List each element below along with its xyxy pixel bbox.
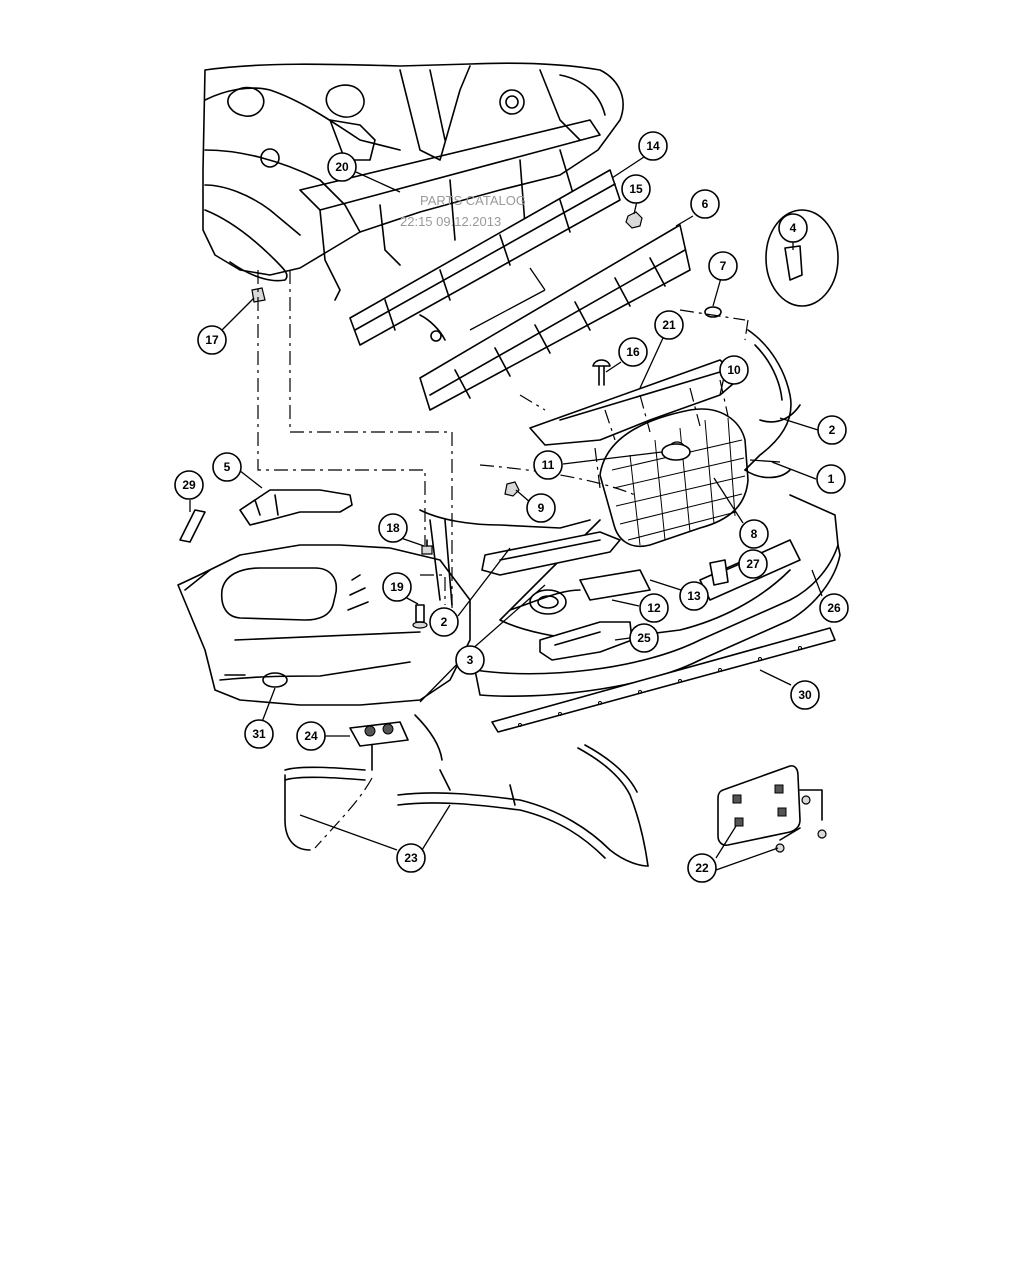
callout-31: 31 <box>244 719 274 749</box>
callout-label: 11 <box>542 458 555 472</box>
callout-1: 1 <box>816 464 846 494</box>
callout-label: 12 <box>647 601 661 615</box>
watermark: PARTS CATALOG 22:15 09.12.2013 <box>400 193 526 229</box>
callout-18: 18 <box>378 513 408 543</box>
callout-label: 10 <box>727 363 741 377</box>
leader-lines <box>189 156 823 871</box>
grille <box>599 408 749 547</box>
callout-label: 16 <box>626 345 640 359</box>
callout-2a: 2 <box>817 415 847 445</box>
callout-label: 17 <box>205 333 219 347</box>
washer-components <box>284 714 649 867</box>
callout-17: 17 <box>197 325 227 355</box>
callout-14: 14 <box>638 131 668 161</box>
left-fascia <box>177 544 471 706</box>
vehicle-front-structure <box>202 62 624 346</box>
callout-5: 5 <box>212 452 242 482</box>
callout-23: 23 <box>396 843 426 873</box>
callout-label: 13 <box>687 589 701 603</box>
callout-6: 6 <box>690 189 720 219</box>
callout-label: 31 <box>252 727 266 741</box>
callout-label: 22 <box>695 861 709 875</box>
callout-label: 25 <box>637 631 651 645</box>
callout-label: 24 <box>304 729 318 743</box>
callout-label: 4 <box>790 221 797 235</box>
lower-support <box>481 531 621 576</box>
callout-29: 29 <box>174 470 204 500</box>
callout-20: 20 <box>327 152 357 182</box>
callout-4: 4 <box>778 213 808 243</box>
fascia-support-left <box>419 509 591 606</box>
callout-label: 1 <box>828 472 835 486</box>
callout-label: 5 <box>224 460 231 474</box>
callout-label: 14 <box>646 139 660 153</box>
callout-label: 27 <box>746 557 760 571</box>
callout-22: 22 <box>687 853 717 883</box>
callout-label: 9 <box>538 501 545 515</box>
brake-duct <box>539 621 633 661</box>
license-plate-bracket <box>717 765 827 853</box>
air-deflector <box>491 627 836 733</box>
energy-absorber <box>419 224 691 411</box>
callout-label: 2 <box>829 423 836 437</box>
callout-21: 21 <box>654 310 684 340</box>
callout-2b: 2 <box>429 607 459 637</box>
callout-24: 24 <box>296 721 326 751</box>
callout-label: 19 <box>390 580 404 594</box>
callout-15: 15 <box>621 174 651 204</box>
detail-circle <box>765 209 839 307</box>
callout-label: 30 <box>798 688 812 702</box>
callout-13: 13 <box>679 581 709 611</box>
callout-label: 8 <box>751 527 758 541</box>
watermark-line1: PARTS CATALOG <box>420 193 526 208</box>
callout-8: 8 <box>739 519 769 549</box>
callout-label: 26 <box>827 601 841 615</box>
callout-27: 27 <box>738 549 768 579</box>
callout-label: 21 <box>662 318 676 332</box>
callout-25: 25 <box>629 623 659 653</box>
callout-label: 18 <box>386 521 400 535</box>
callout-9: 9 <box>526 493 556 523</box>
callout-label: 20 <box>335 160 349 174</box>
callout-label: 7 <box>720 259 727 273</box>
callout-26: 26 <box>819 593 849 623</box>
alignment-lines <box>257 270 749 849</box>
callout-label: 3 <box>467 653 474 667</box>
callout-19: 19 <box>382 572 412 602</box>
fascia-bracket <box>239 489 353 526</box>
callout-10: 10 <box>719 355 749 385</box>
callout-label: 23 <box>404 851 418 865</box>
callout-11: 11 <box>533 450 563 480</box>
watermark-line2: 22:15 09.12.2013 <box>400 214 501 229</box>
callout-label: 15 <box>629 182 643 196</box>
callout-30: 30 <box>790 680 820 710</box>
callout-label: 6 <box>702 197 709 211</box>
fasteners <box>179 211 803 629</box>
callout-12: 12 <box>639 593 669 623</box>
callout-16: 16 <box>618 337 648 367</box>
callout-label: 2 <box>441 615 448 629</box>
callout-label: 29 <box>182 478 196 492</box>
callout-7: 7 <box>708 251 738 281</box>
callout-3: 3 <box>455 645 485 675</box>
